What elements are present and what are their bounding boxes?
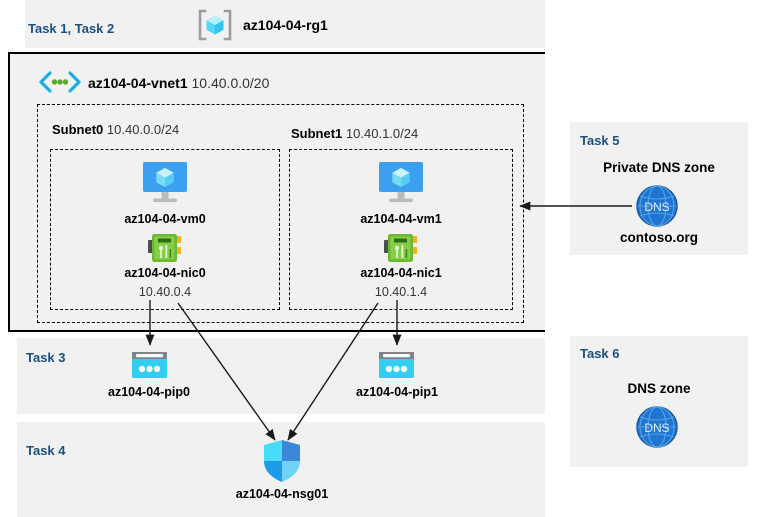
vm1-label: az104-04-vm1 [360,212,442,226]
nsg-label: az104-04-nsg01 [235,487,329,501]
nic1-ip: 10.40.1.4 [374,285,428,299]
resource-group-panel [25,0,545,48]
subnet0-box [50,149,280,310]
nic1-label: az104-04-nic1 [360,266,442,280]
task-label-6: Task 6 [580,346,620,361]
vm0-label: az104-04-vm0 [124,212,206,226]
network-interface-icon [383,232,419,264]
task-label-1-2: Task 1, Task 2 [28,21,115,36]
network-security-group-icon [262,439,302,483]
dns-zone-icon: DNS [635,184,679,228]
pip0-label: az104-04-pip0 [108,385,190,399]
dns-zone-icon: DNS [635,405,679,449]
pip1-label: az104-04-pip1 [356,385,438,399]
virtual-network-icon [37,70,83,94]
subnet1-name: Subnet1 [291,126,343,141]
subnet0-title: Subnet0 10.40.0.0/24 [52,122,179,137]
virtual-network-cidr: 10.40.0.0/20 [191,75,270,91]
dns-zone-heading: DNS zone [627,381,691,396]
network-interface-icon [147,232,183,264]
virtual-machine-icon [135,160,195,208]
resource-group-icon [196,8,234,42]
resource-group-name: az104-04-rg1 [243,17,328,33]
virtual-network-panel [8,52,545,332]
subnet0-name: Subnet0 [52,122,104,137]
nic0-label: az104-04-nic0 [124,266,206,280]
task-label-4: Task 4 [26,443,66,458]
subnet1-title: Subnet1 10.40.1.0/24 [291,126,418,141]
public-ip-address-icon [131,350,168,380]
subnet1-box [289,149,513,310]
task-label-3: Task 3 [26,350,66,365]
dns-icon-text: DNS [644,421,669,435]
private-dns-zone-name: contoso.org [620,230,698,245]
subnets-region [37,104,524,323]
dns-icon-text: DNS [644,200,669,214]
virtual-network-name: az104-04-vnet1 [88,75,188,91]
subnet1-cidr: 10.40.1.0/24 [345,126,419,141]
task3-panel [17,338,545,414]
private-dns-zone-heading: Private DNS zone [603,160,715,175]
public-ip-address-icon [378,350,415,380]
subnet0-cidr: 10.40.0.0/24 [106,122,180,137]
task-label-5: Task 5 [580,133,620,148]
nic0-ip: 10.40.0.4 [138,285,192,299]
virtual-network-title: az104-04-vnet1 10.40.0.0/20 [88,75,269,91]
virtual-machine-icon [371,160,431,208]
